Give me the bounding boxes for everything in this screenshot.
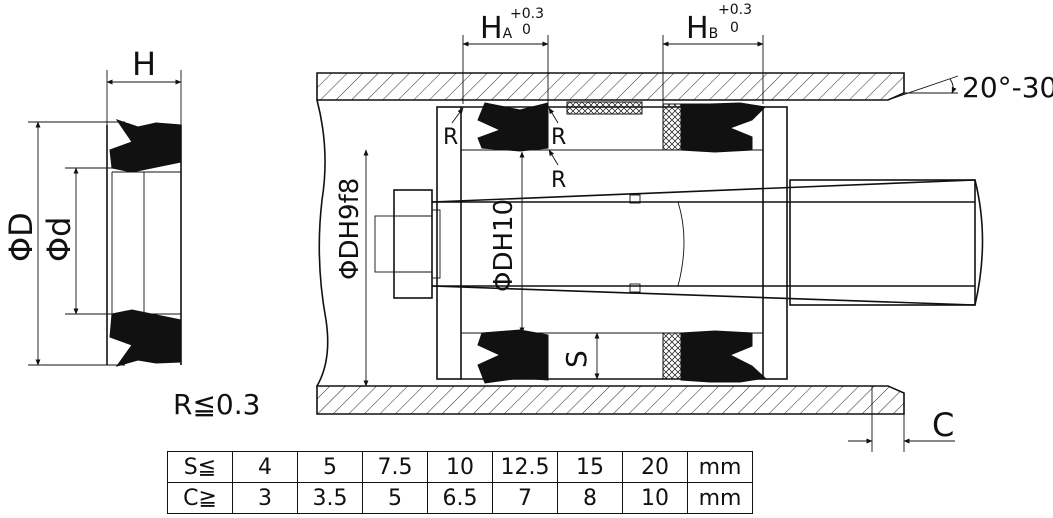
row-header-s: S≦ xyxy=(167,451,233,483)
radius-label-left: R xyxy=(443,125,458,150)
s-c-spec-table: S≦ 4 5 7.5 10 12.5 15 20 mm C≧ 3 3.5 5 6… xyxy=(167,451,753,514)
radius-note: R≦0.3 xyxy=(173,388,260,421)
hb-label: HB xyxy=(686,11,718,46)
phi-d-outer-label: ΦD xyxy=(2,212,40,262)
table-cell: 10 xyxy=(427,451,493,483)
table-cell: 20 xyxy=(622,451,688,483)
unit-cell: mm xyxy=(687,482,753,514)
seal-single-view xyxy=(28,70,182,367)
table-cell: 3.5 xyxy=(297,482,363,514)
table-cell: 7 xyxy=(492,482,558,514)
hb-tolerance-lower: 0 xyxy=(730,20,739,36)
radius-label-bottom: R xyxy=(551,168,566,193)
chamfer-length-label: C xyxy=(932,406,954,444)
unit-cell: mm xyxy=(687,451,753,483)
section-s-label: S xyxy=(560,350,593,368)
table-cell: 10 xyxy=(622,482,688,514)
table-cell: 5 xyxy=(362,482,428,514)
table-cell: 8 xyxy=(557,482,623,514)
chamfer-angle-label: 20°-30° xyxy=(962,71,1053,104)
ha-tolerance-lower: 0 xyxy=(522,22,531,38)
h-dimension-label: H xyxy=(132,45,156,83)
groove-diameter-label: ΦDH10 xyxy=(489,199,519,292)
table-cell: 12.5 xyxy=(492,451,558,483)
ha-label: HA xyxy=(480,11,513,46)
radius-label-right: R xyxy=(551,125,566,150)
table-cell: 4 xyxy=(232,451,298,483)
table-cell: 7.5 xyxy=(362,451,428,483)
row-header-c: C≧ xyxy=(167,482,233,514)
table-cell: 15 xyxy=(557,451,623,483)
hb-tolerance-upper: +0.3 xyxy=(718,2,752,18)
cylinder-assembly xyxy=(316,35,984,452)
table-cell: 5 xyxy=(297,451,363,483)
bore-diameter-label: ΦDH9f8 xyxy=(335,178,365,280)
table-cell: 6.5 xyxy=(427,482,493,514)
table-row: C≧ 3 3.5 5 6.5 7 8 10 mm xyxy=(167,482,753,514)
table-row: S≦ 4 5 7.5 10 12.5 15 20 mm xyxy=(167,451,753,483)
phi-d-inner-label: Φd xyxy=(40,217,78,263)
table-cell: 3 xyxy=(232,482,298,514)
ha-tolerance-upper: +0.3 xyxy=(510,6,544,22)
